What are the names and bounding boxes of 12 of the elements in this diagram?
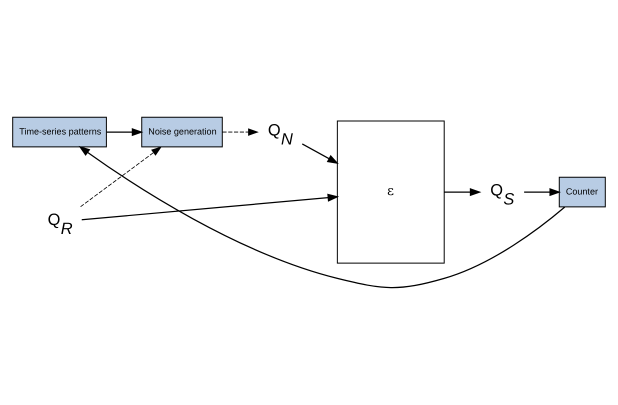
arrow <box>82 194 340 220</box>
node-box: Noise generation <box>141 116 223 148</box>
arrow <box>524 188 561 196</box>
arrow <box>106 128 144 136</box>
node-box: Counter <box>558 176 606 208</box>
arrow <box>222 128 259 136</box>
arrow <box>444 188 482 196</box>
node-box: Time-series patterns <box>12 116 107 148</box>
arrow <box>80 146 162 208</box>
arrow <box>78 146 566 288</box>
arrow <box>302 143 339 164</box>
node-box: ε <box>336 120 445 264</box>
